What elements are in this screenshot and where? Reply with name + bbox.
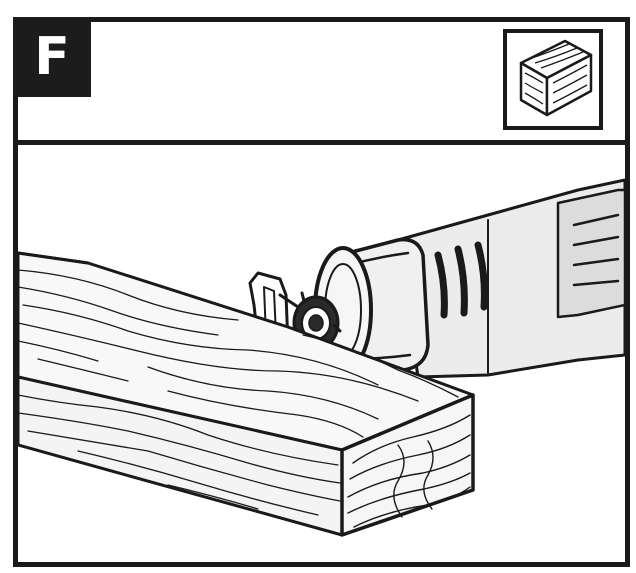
step-letter: F xyxy=(34,27,70,87)
panel-header xyxy=(13,17,630,145)
reciprocating-saw-icon xyxy=(248,178,625,379)
wood-beam-icon xyxy=(503,29,603,130)
cutting-illustration xyxy=(18,145,625,562)
step-badge: F xyxy=(13,17,91,97)
wood-board xyxy=(18,251,475,537)
